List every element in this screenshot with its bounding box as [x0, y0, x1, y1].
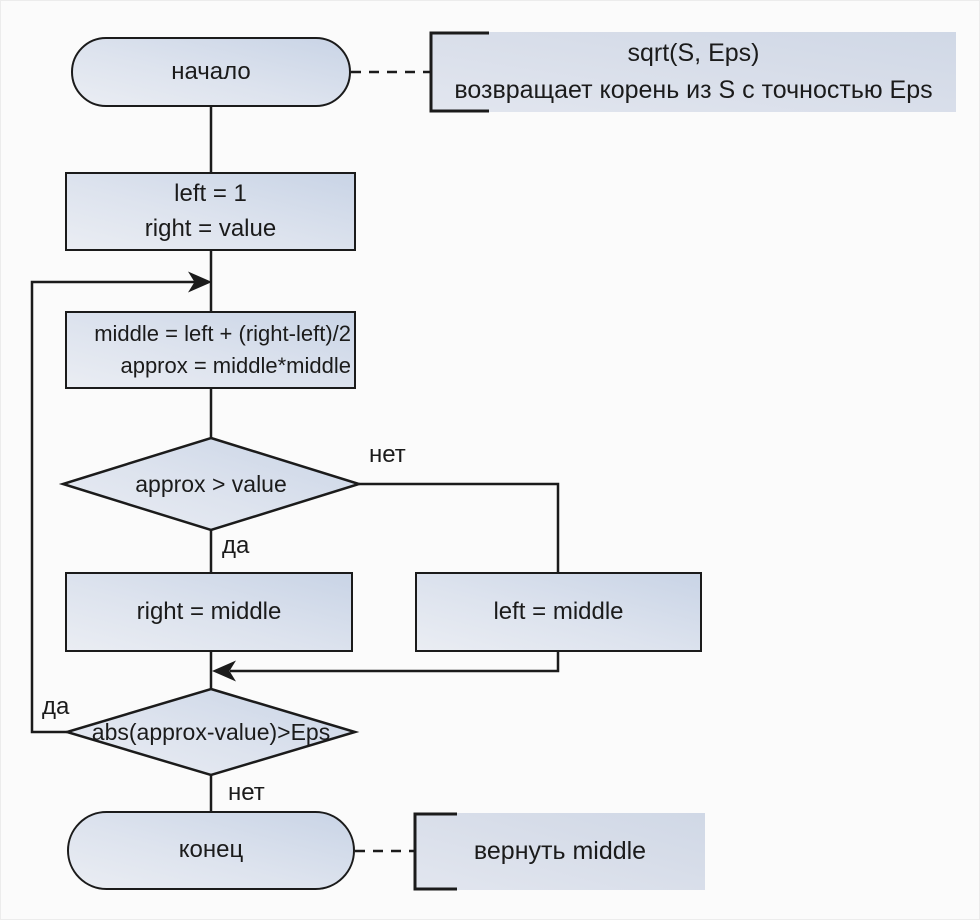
start-node-label: начало [171, 57, 251, 85]
start-annotation: sqrt(S, Eps) возвращает корень из S с то… [431, 32, 956, 112]
left-assign-text: left = middle [493, 597, 624, 625]
start-annotation-title: sqrt(S, Eps) [627, 38, 760, 67]
right-assign-block: right = middle [65, 572, 353, 652]
left-assign-block: left = middle [415, 572, 702, 652]
start-annotation-description: возвращает корень из S с точностью Eps [454, 76, 933, 104]
compute-block: middle = left + (right-left)/2 approx = … [65, 311, 356, 389]
compute-block-line1: middle = left + (right-left)/2 [94, 321, 351, 347]
end-annotation-text: вернуть middle [473, 836, 647, 865]
init-block-line2: right = value [144, 214, 277, 242]
edge-leftassign-merge [230, 651, 560, 673]
end-node: конец [67, 811, 355, 890]
init-block-line1: left = 1 [174, 179, 247, 207]
decision2-condition: abs(approx-value)>Eps [91, 718, 331, 745]
edge-decision1-no-branch [359, 482, 560, 573]
end-annotation: вернуть middle [415, 813, 705, 890]
init-block: left = 1 right = value [65, 172, 356, 251]
decision1-condition: approx > value [135, 470, 287, 497]
end-node-label: конец [178, 836, 244, 864]
arrowhead-branch-merge [212, 660, 236, 682]
arrowhead-loop-merge [188, 271, 212, 293]
decision2-yes-label: да [42, 693, 70, 720]
compute-block-line2: approx = middle*middle [120, 353, 351, 378]
decision2-no-label: нет [228, 779, 265, 806]
decision1-yes-label: да [222, 532, 250, 559]
start-node: начало [71, 37, 351, 107]
decision1-no-label: нет [369, 441, 406, 468]
right-assign-text: right = middle [136, 597, 282, 625]
